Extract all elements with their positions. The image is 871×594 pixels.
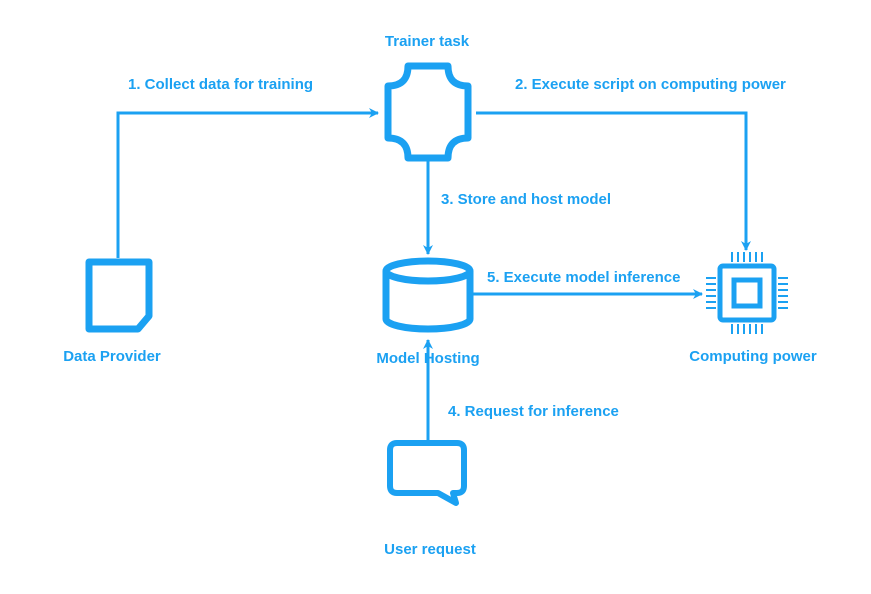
edge-label-store: 3. Store and host model (441, 191, 612, 208)
trainer-task-label: Trainer task (384, 33, 470, 50)
edge-label-execute: 2. Execute script on computing power (515, 76, 786, 93)
document-icon (85, 258, 153, 333)
edge-label-request: 4. Request for inference (448, 403, 619, 420)
cpu-chip-icon (706, 252, 788, 334)
model-hosting-label: Model Hosting (376, 350, 480, 367)
edge-collect-data (116, 108, 379, 258)
edge-label-collect: 1. Collect data for training (128, 76, 314, 93)
computing-power-label: Computing power (689, 348, 817, 365)
database-icon (382, 257, 474, 333)
data-provider-label: Data Provider (63, 348, 161, 365)
speech-bubble-icon (387, 440, 467, 506)
user-request-label: User request (384, 541, 476, 558)
trainer-task-icon (384, 62, 472, 162)
edge-label-inference: 5. Execute model inference (487, 269, 681, 286)
edge-execute-script (476, 111, 751, 251)
